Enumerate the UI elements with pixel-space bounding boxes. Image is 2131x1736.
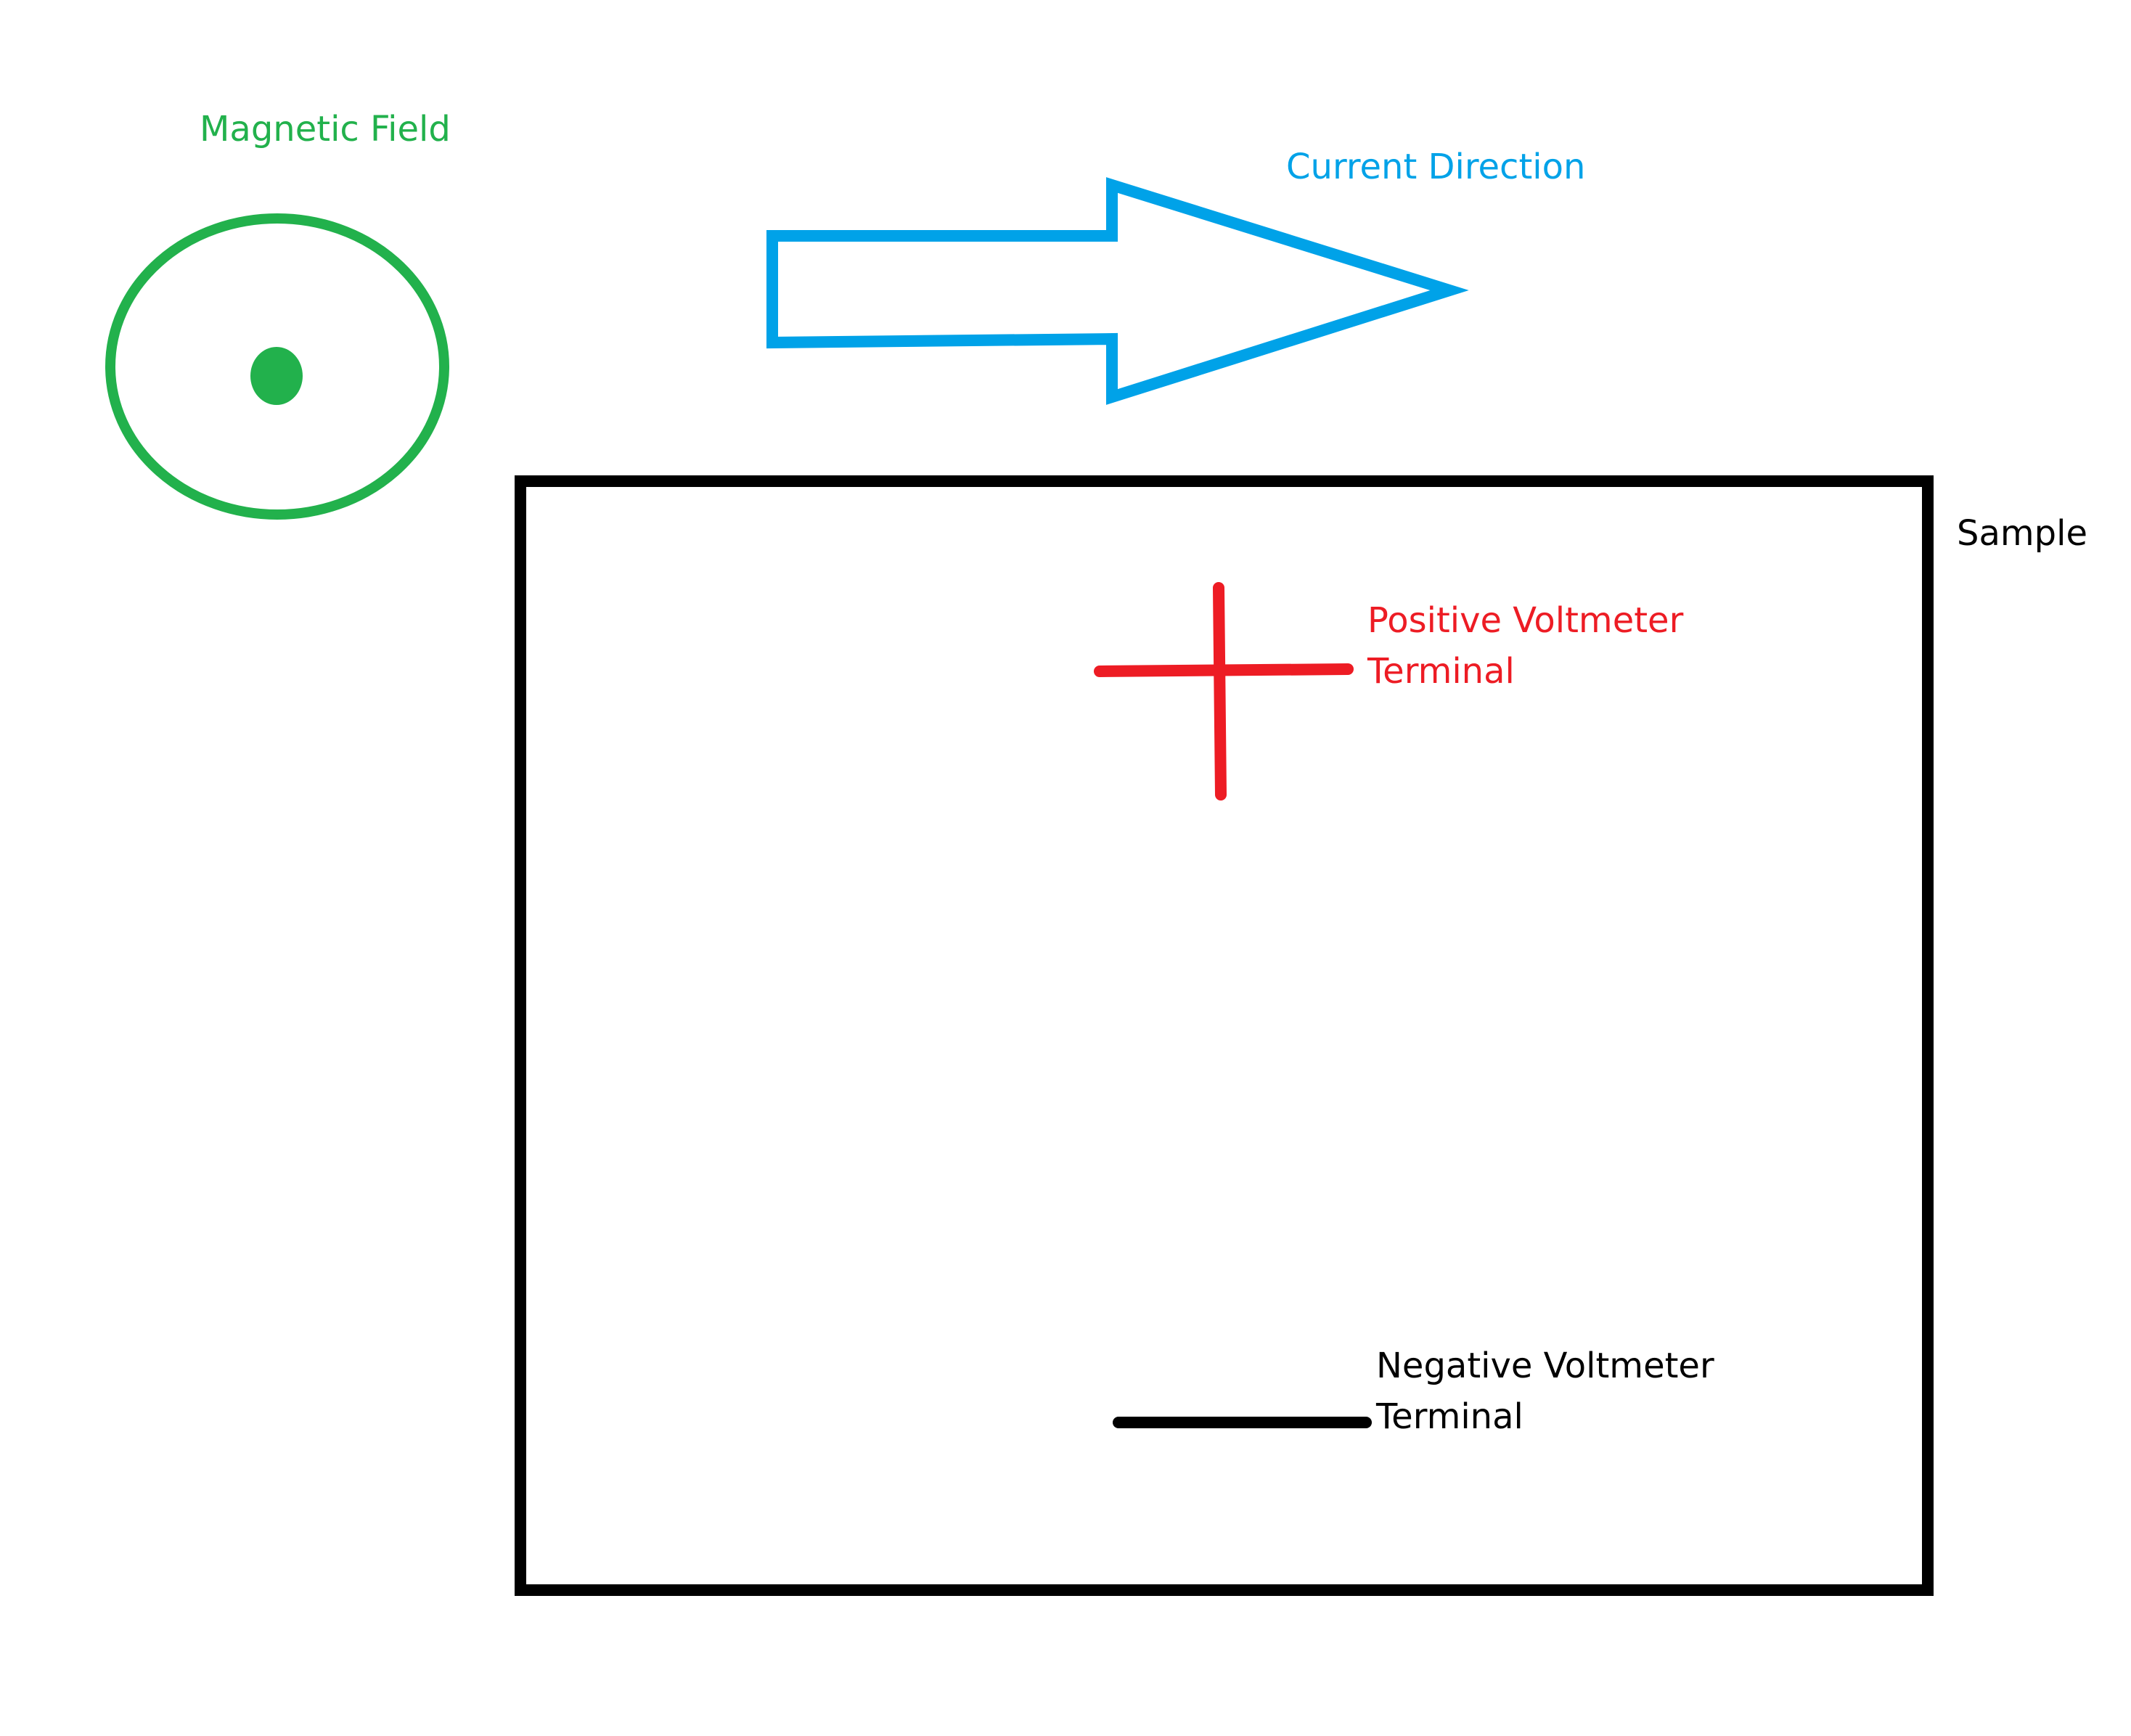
positive-terminal-label-line2: Terminal bbox=[1367, 651, 1515, 692]
sample-label: Sample bbox=[1957, 513, 2087, 554]
field-dot-icon bbox=[250, 347, 303, 405]
positive-terminal-label: Positive Voltmeter Terminal bbox=[1367, 595, 1683, 697]
negative-terminal-label-line2: Terminal bbox=[1376, 1396, 1523, 1437]
positive-terminal-plus-icon bbox=[1094, 582, 1354, 801]
negative-terminal-label-line1: Negative Voltmeter bbox=[1376, 1346, 1714, 1386]
field-circle bbox=[105, 213, 449, 520]
positive-terminal-label-line1: Positive Voltmeter bbox=[1367, 600, 1684, 641]
current-direction-arrow-icon bbox=[766, 177, 1469, 405]
current-direction-label: Current Direction bbox=[1286, 147, 1586, 187]
magnetic-field-symbol bbox=[105, 213, 449, 520]
sample-rectangle bbox=[515, 475, 1934, 1596]
negative-terminal-label: Negative Voltmeter Terminal bbox=[1376, 1340, 1714, 1442]
magnetic-field-label: Magnetic Field bbox=[200, 109, 451, 150]
